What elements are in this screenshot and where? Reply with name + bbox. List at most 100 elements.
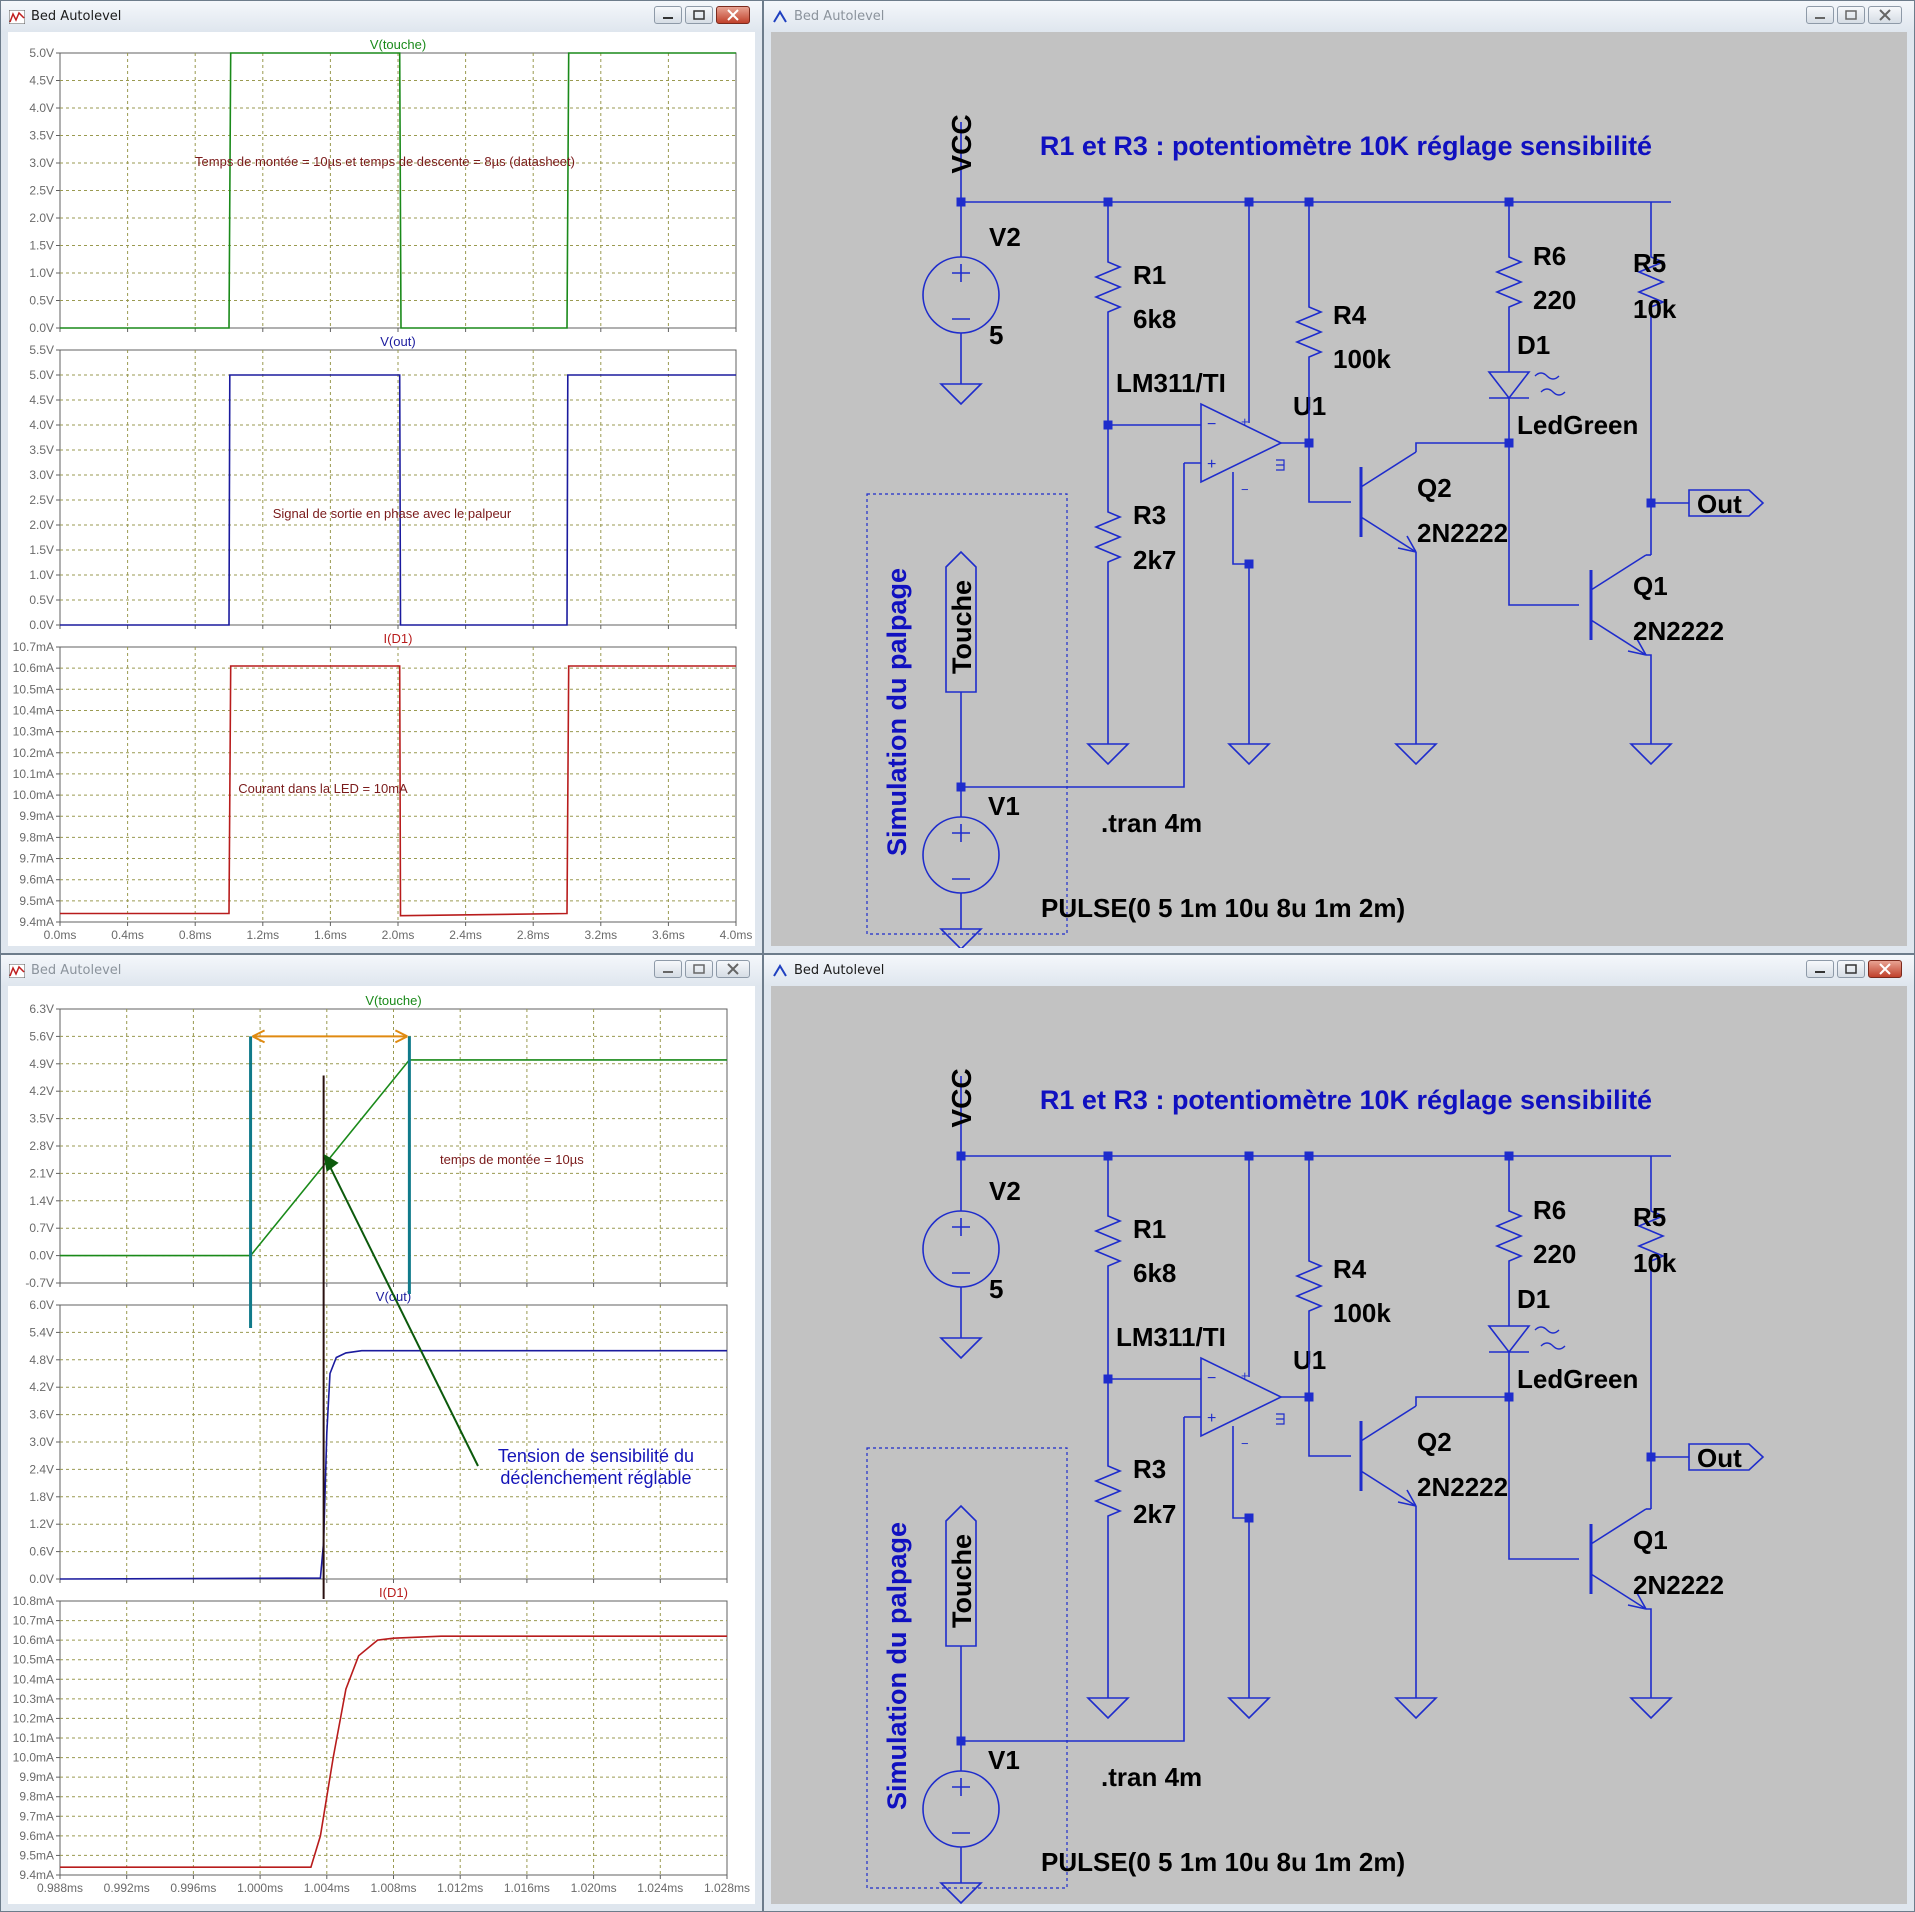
- y-tick-label: 9.6mA: [19, 873, 54, 887]
- maximize-button[interactable]: [1837, 6, 1865, 24]
- q1-transistor-symbol-collector-leg: [1590, 554, 1647, 591]
- y-tick-label: 6.0V: [29, 1298, 54, 1312]
- plot-panel-3: 9.4mA9.5mA9.6mA9.7mA9.8mA9.9mA10.0mA10.1…: [13, 1585, 728, 1882]
- r5-name: R5: [1633, 248, 1666, 278]
- q2-collector-wire: [1415, 1396, 1509, 1406]
- y-tick-label: 0.7V: [29, 1221, 54, 1235]
- r6-value: 220: [1533, 285, 1576, 315]
- simulation-label: Simulation du palpage: [882, 568, 912, 856]
- title-bar[interactable]: Bed Autolevel: [1, 1, 762, 32]
- y-tick-label: 10.7mA: [13, 640, 54, 654]
- junction-dot: [1244, 1513, 1254, 1523]
- y-tick-label: 0.5V: [29, 593, 54, 607]
- touche-label: Touche: [947, 1534, 977, 1628]
- y-tick-label: 4.5V: [29, 393, 54, 407]
- r1-name: R1: [1133, 1214, 1166, 1244]
- v2-value: 5: [989, 320, 1003, 350]
- minimize-button[interactable]: [1806, 6, 1834, 24]
- window-title: Bed Autolevel: [794, 9, 885, 24]
- waveform-plot-top[interactable]: 0.0V0.5V1.0V1.5V2.0V2.5V3.0V3.5V4.0V4.5V…: [8, 32, 757, 948]
- y-tick-label: 5.4V: [29, 1325, 54, 1339]
- junction-dot: [1646, 498, 1656, 508]
- close-button[interactable]: [716, 6, 750, 24]
- x-tick-label: 1.028ms: [704, 1881, 750, 1895]
- y-tick-label: 9.7mA: [19, 852, 54, 866]
- plus-sign-icon: +: [1207, 1410, 1216, 1427]
- simulation-group-box: [866, 493, 1068, 935]
- rise-time-markers: [249, 1029, 479, 1599]
- trace-name: I(D1): [384, 631, 413, 646]
- maximize-button[interactable]: [1837, 960, 1865, 978]
- d1-value: LedGreen: [1517, 1364, 1638, 1394]
- minimize-button[interactable]: [1806, 960, 1834, 978]
- q1-name: Q1: [1633, 571, 1668, 601]
- series-line-vtouche: [60, 52, 736, 329]
- simulation-group-box: [866, 1447, 1068, 1889]
- y-tick-label: -0.7V: [25, 1276, 54, 1290]
- y-tick-label: 10.5mA: [13, 682, 54, 696]
- title-bar[interactable]: Bed Autolevel: [764, 1, 1914, 32]
- schematic-app-icon: [773, 10, 787, 23]
- ground-icon: [939, 383, 983, 406]
- window-controls: [1806, 6, 1906, 26]
- y-tick-label: 3.5V: [29, 129, 54, 143]
- title-bar[interactable]: Bed Autolevel: [1, 955, 762, 986]
- junction-dot: [956, 197, 966, 207]
- y-tick-label: 4.0V: [29, 418, 54, 432]
- maximize-icon: [693, 10, 705, 20]
- r1-resistor-symbol: [1093, 242, 1123, 332]
- close-button[interactable]: [716, 960, 750, 978]
- q2-base-wire: [1308, 443, 1351, 503]
- arrow-head-left-icon: [252, 1029, 266, 1044]
- q1-transistor-symbol-emitter-leg: [1590, 1573, 1647, 1610]
- annotation-sensitivity-line2: déclenchement réglable: [500, 1468, 691, 1488]
- minimize-button[interactable]: [654, 6, 682, 24]
- y-tick-label: 1.0V: [29, 266, 54, 280]
- close-button[interactable]: [1868, 6, 1902, 24]
- minimize-button[interactable]: [654, 960, 682, 978]
- y-tick-label: 10.6mA: [13, 661, 54, 675]
- title-bar[interactable]: Bed Autolevel: [764, 955, 1914, 986]
- y-tick-label: 2.5V: [29, 184, 54, 198]
- y-tick-label: 2.4V: [29, 1462, 54, 1476]
- y-tick-label: 10.0mA: [13, 788, 54, 802]
- y-tick-label: 6.3V: [29, 1002, 54, 1016]
- x-tick-label: 1.016ms: [504, 1881, 550, 1895]
- waveform-plot-bottom[interactable]: -0.7V0.0V0.7V1.4V2.1V2.8V3.5V4.2V4.9V5.6…: [8, 986, 757, 1906]
- u1-model: LM311/TI: [1116, 368, 1226, 398]
- vcc-label: VCC: [946, 1068, 977, 1127]
- v2-source-symbol-polarity-icon: [952, 1218, 970, 1274]
- q1-transistor-symbol-emitter-leg: [1590, 619, 1647, 656]
- comparator-u1-symbol: [1200, 402, 1283, 484]
- x-tick-label: 3.6ms: [652, 928, 685, 942]
- y-tick-label: 10.4mA: [13, 1672, 54, 1686]
- x-tick-label: 1.6ms: [314, 928, 347, 942]
- plot-panel-1: 0.0V0.5V1.0V1.5V2.0V2.5V3.0V3.5V4.0V4.5V…: [29, 37, 737, 335]
- window-title: Bed Autolevel: [31, 9, 122, 24]
- d1-q1-base-wire: [1508, 1352, 1579, 1560]
- ground-icon: [1629, 1697, 1673, 1720]
- arrow-head-icon: [323, 1153, 339, 1172]
- y-tick-label: 1.5V: [29, 543, 54, 557]
- window-controls: [1806, 960, 1906, 980]
- junction-dot: [1244, 197, 1254, 207]
- maximize-button[interactable]: [685, 6, 713, 24]
- y-tick-label: 9.9mA: [19, 809, 54, 823]
- close-button[interactable]: [1868, 960, 1902, 978]
- minus-sign-icon: −: [1207, 1370, 1216, 1387]
- annotation-output-in-phase: Signal de sortie en phase avec le palpeu…: [273, 506, 512, 521]
- window-title: Bed Autolevel: [31, 963, 122, 978]
- window-controls: [654, 960, 754, 980]
- junction-dot: [1504, 438, 1514, 448]
- maximize-button[interactable]: [685, 960, 713, 978]
